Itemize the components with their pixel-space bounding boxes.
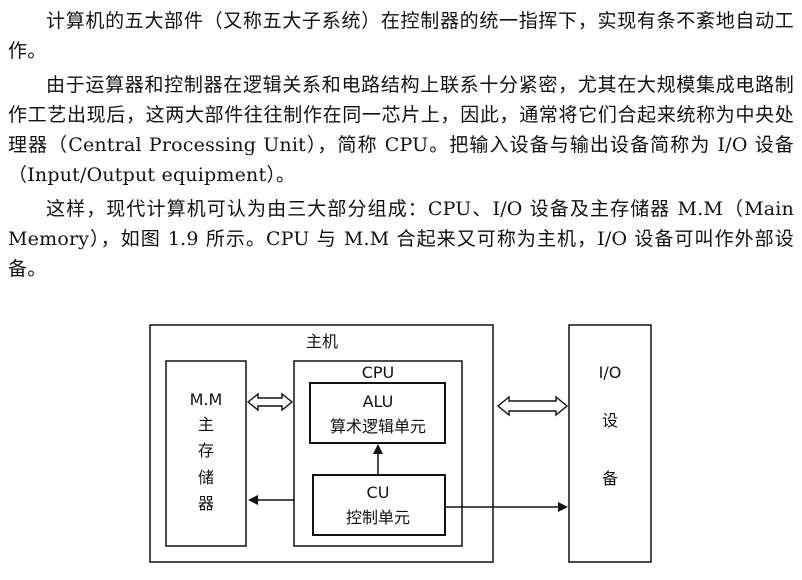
cpu-box xyxy=(293,360,463,547)
paragraph-3: 这样，现代计算机可认为由三大部分组成：CPU、I/O 设备及主存储器 M.M（M… xyxy=(8,198,794,280)
mm-char-4: 器 xyxy=(198,494,214,513)
body-text: 计算机的五大部件（又称五大子系统）在控制器的统一指挥下，实现有条不紊地自动工作。… xyxy=(8,6,794,288)
alu-desc: 算术逻辑单元 xyxy=(330,417,426,436)
mm-box xyxy=(165,360,247,547)
io-char-2: 备 xyxy=(602,469,618,488)
mm-cpu-bidirectional-arrow xyxy=(246,392,294,412)
cu-to-io-arrowhead xyxy=(558,502,568,512)
cu-box xyxy=(312,474,446,536)
mm-char-2: 存 xyxy=(198,441,214,460)
alu-box xyxy=(309,382,446,444)
mm-char-3: 储 xyxy=(198,468,214,487)
paragraph-2: 由于运算器和控制器在逻辑关系和电路结构上联系十分紧密，尤其在大规模集成电路制作工… xyxy=(8,74,794,186)
cpu-to-mm-arrowhead xyxy=(248,495,258,505)
paragraph-1: 计算机的五大部件（又称五大子系统）在控制器的统一指挥下，实现有条不紊地自动工作。 xyxy=(8,10,794,62)
host-box xyxy=(149,324,494,563)
cu-to-alu-arrowhead xyxy=(373,444,383,454)
io-box xyxy=(568,324,652,563)
host-label: 主机 xyxy=(306,332,338,351)
cu-label: CU xyxy=(367,483,390,502)
mm-char-1: 主 xyxy=(198,415,214,434)
cu-desc: 控制单元 xyxy=(346,508,410,527)
alu-label: ALU xyxy=(363,392,394,411)
mm-label: M.M xyxy=(190,390,223,409)
cpu-label: CPU xyxy=(362,363,395,382)
io-label: I/O xyxy=(599,363,622,382)
host-io-bidirectional-arrow xyxy=(496,395,569,417)
io-char-1: 设 xyxy=(602,411,618,430)
